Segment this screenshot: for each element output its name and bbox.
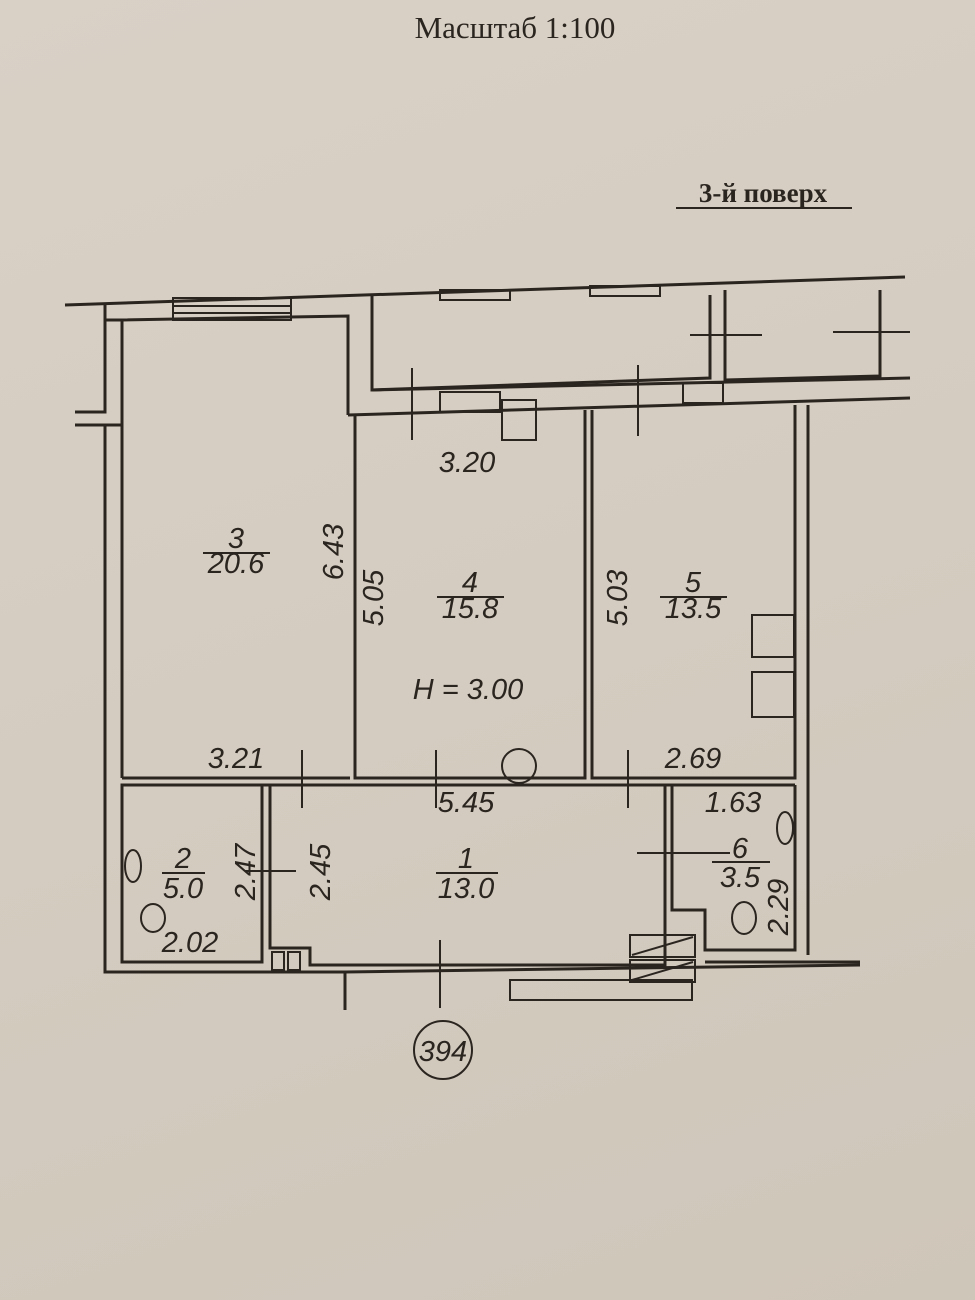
- washbasin-icon: [124, 849, 142, 883]
- svg-text:3: 3: [228, 523, 244, 555]
- toilet-icon: [140, 903, 166, 933]
- room-label-6: 6 3.5: [712, 833, 770, 894]
- dim-room2-length: 2.47: [230, 842, 262, 901]
- svg-text:6: 6: [732, 833, 749, 865]
- svg-text:13.5: 13.5: [665, 593, 722, 625]
- svg-text:4: 4: [462, 567, 478, 599]
- dim-room4-length: 5.05: [358, 569, 390, 626]
- dim-room6-length: 2.29: [763, 879, 795, 936]
- column-icon: [501, 748, 537, 784]
- svg-text:15.8: 15.8: [442, 593, 498, 625]
- dim-room1-length: 2.45: [305, 843, 337, 901]
- dim-room3-width: 3.21: [208, 743, 264, 775]
- ceiling-height: H = 3.00: [413, 674, 523, 706]
- svg-text:5: 5: [685, 567, 702, 599]
- svg-text:1: 1: [458, 843, 474, 875]
- dim-room2-width: 2.02: [161, 927, 218, 959]
- svg-text:13.0: 13.0: [438, 873, 494, 905]
- dim-room1-width: 5.45: [438, 787, 495, 819]
- svg-text:5.0: 5.0: [163, 873, 203, 905]
- svg-text:3.5: 3.5: [720, 862, 761, 894]
- walls: [64, 275, 911, 1010]
- dim-room4-width: 3.20: [439, 447, 495, 479]
- dim-room5-width: 2.69: [664, 743, 721, 775]
- toilet-icon: [731, 901, 757, 935]
- room-label-3: 3 20.6: [203, 523, 270, 580]
- dim-room6-width: 1.63: [705, 787, 761, 819]
- room-label-4: 4 15.8: [437, 567, 504, 625]
- washbasin-icon: [776, 811, 794, 845]
- apartment-number-circle: [413, 1020, 473, 1080]
- dim-room3-length: 6.43: [318, 524, 350, 580]
- room-label-2: 2 5.0: [162, 843, 205, 905]
- apartment-number: 394: [419, 1036, 467, 1068]
- room-label-5: 5 13.5: [660, 567, 727, 625]
- sink-icon: [751, 671, 795, 718]
- dim-room5-length: 5.03: [602, 570, 634, 626]
- fixtures: [124, 614, 795, 935]
- room-label-1: 1 13.0: [436, 843, 498, 905]
- scale-title: Масштаб 1:100: [415, 10, 616, 45]
- svg-text:20.6: 20.6: [207, 548, 265, 580]
- floor-label: 3-й поверх: [699, 178, 828, 208]
- stove-icon: [751, 614, 795, 658]
- svg-text:2: 2: [174, 843, 191, 875]
